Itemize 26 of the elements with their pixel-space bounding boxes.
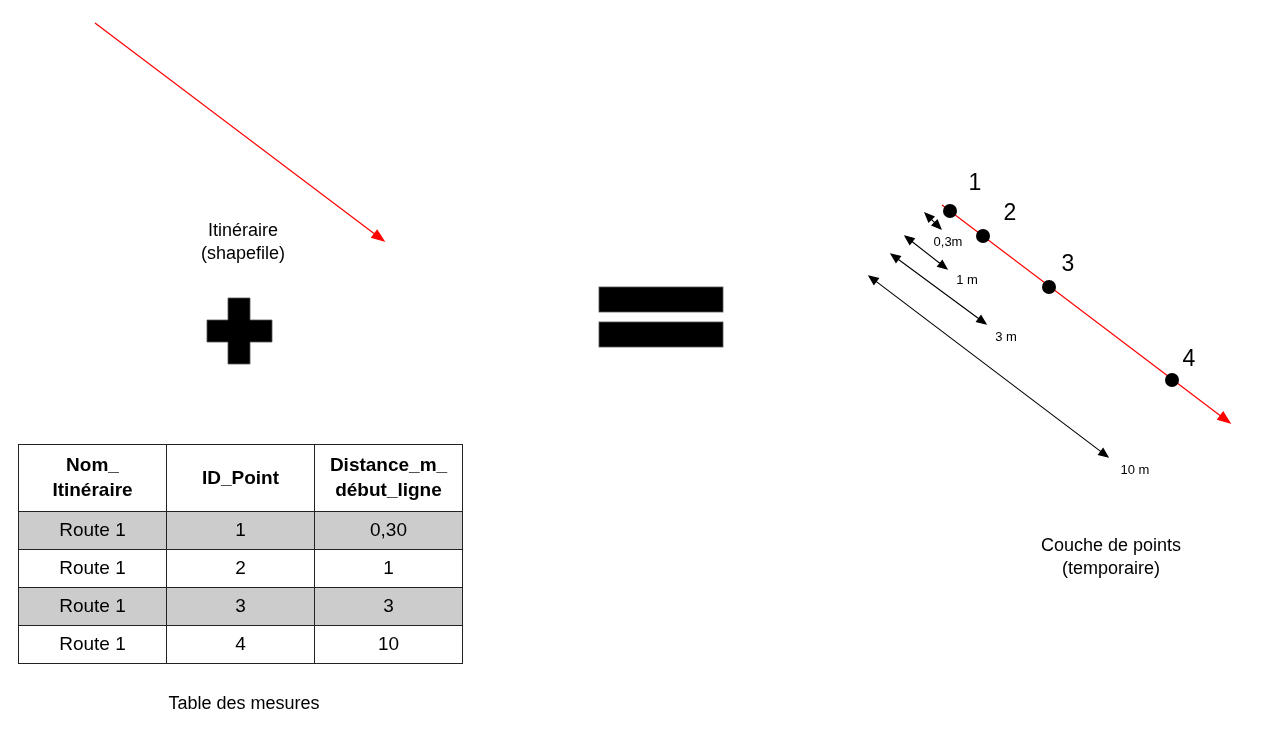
point-number: 3: [1061, 249, 1075, 279]
point-number: 4: [1182, 344, 1196, 374]
table-cell: 1: [314, 549, 463, 588]
dimension-label: 10 m: [1120, 461, 1150, 479]
column-header: Distance_m_ début_ligne: [314, 444, 463, 512]
dimension-label: 0,3m: [933, 233, 963, 251]
column-header: Nom_ Itinéraire: [18, 444, 167, 512]
table-cell: 2: [166, 549, 315, 588]
table-cell: 4: [166, 625, 315, 664]
table-caption: Table des mesures: [168, 692, 320, 716]
table-cell: 1: [166, 511, 315, 550]
table-cell: 3: [166, 587, 315, 626]
table-cell: 0,30: [314, 511, 463, 550]
dimension-label: 1 m: [956, 271, 978, 289]
column-header: ID_Point: [166, 444, 315, 512]
table-cell: 3: [314, 587, 463, 626]
table-cell: Route 1: [18, 587, 167, 626]
table-cell: Route 1: [18, 625, 167, 664]
table-cell: Route 1: [18, 511, 167, 550]
table-cell: Route 1: [18, 549, 167, 588]
point-number: 1: [968, 168, 982, 198]
layer-caption: Couche de points (temporaire): [1039, 533, 1183, 580]
dimension-label: 3 m: [995, 328, 1017, 346]
table-cell: 10: [314, 625, 463, 664]
layer-caption: Itinéraire (shapefile): [201, 218, 285, 265]
point-number: 2: [1003, 198, 1017, 228]
